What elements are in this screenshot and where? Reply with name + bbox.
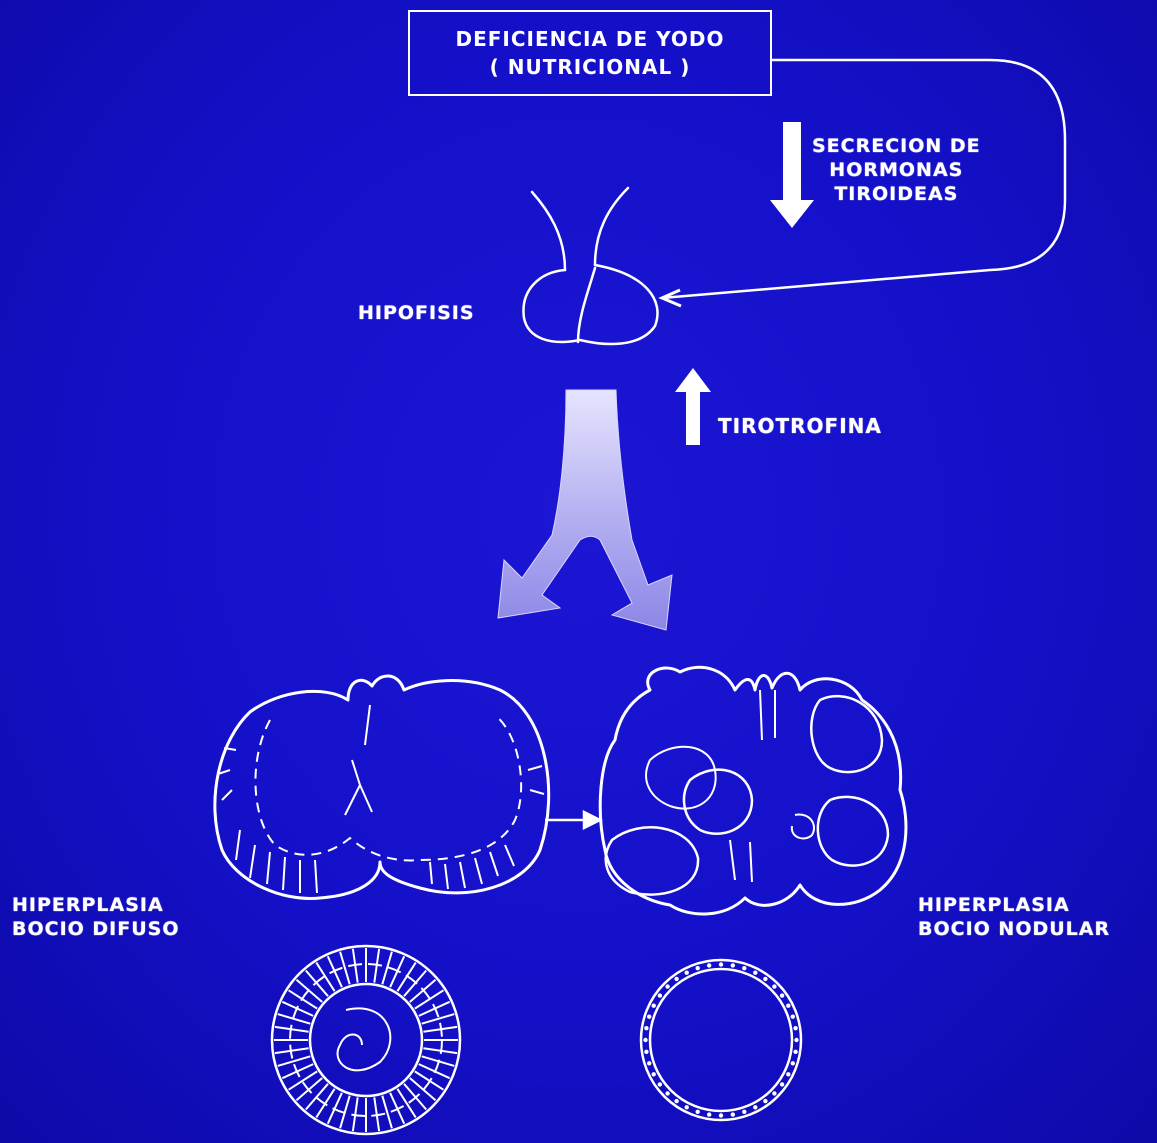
flat-cell-nucleus: [658, 1082, 662, 1086]
secretion-line-2: HORMONAS: [812, 159, 981, 183]
flat-cell-nucleus: [652, 1072, 656, 1076]
flat-cell-nucleus: [658, 993, 662, 997]
diffuse-goiter-thyroid-icon: [215, 676, 549, 899]
nodular-goiter-label: HIPERPLASIA BOCIO NODULAR: [918, 894, 1110, 942]
follicle-inner-ring: [290, 964, 442, 1116]
diffuse-goiter-label: HIPERPLASIA BOCIO DIFUSO: [12, 894, 180, 942]
flat-cell-nucleus: [643, 1038, 647, 1042]
nodular-follicle-icon: [641, 960, 801, 1120]
diffuse-line-1: HIPERPLASIA: [12, 894, 180, 918]
nodular-line-1: HIPERPLASIA: [918, 894, 1110, 918]
flat-cell-nucleus: [674, 1099, 678, 1103]
flat-cell-nucleus: [772, 984, 776, 988]
flat-cell-nucleus: [644, 1050, 648, 1054]
hormone-secretion-label: SECRECION DE HORMONAS TIROIDEAS: [812, 135, 981, 206]
flat-cell-nucleus: [753, 971, 757, 975]
progression-arrow: [545, 812, 600, 828]
flat-cell-nucleus: [696, 1110, 700, 1114]
flat-cell-nucleus: [780, 1082, 784, 1086]
tsh-label: TIROTROFINA: [718, 414, 882, 439]
split-arrow-icon: [498, 390, 672, 630]
box-subtitle: ( NUTRICIONAL ): [490, 53, 691, 81]
flat-cell-nucleus: [780, 993, 784, 997]
flat-cell-nucleus: [742, 1110, 746, 1114]
iodine-deficiency-box: DEFICIENCIA DE YODO ( NUTRICIONAL ): [408, 10, 772, 96]
diffuse-follicle-icon: [272, 946, 460, 1134]
flat-cell-nucleus: [685, 971, 689, 975]
flat-cell-nucleus: [652, 1004, 656, 1008]
flat-cell-nucleus: [665, 984, 669, 988]
flat-cell-nucleus: [793, 1050, 797, 1054]
flat-cell-nucleus: [742, 966, 746, 970]
secretion-line-1: SECRECION DE: [812, 135, 981, 159]
pituitary-icon: [523, 188, 657, 344]
flat-cell-nucleus: [644, 1026, 648, 1030]
flat-cell-nucleus: [794, 1038, 798, 1042]
down-arrow-icon: [770, 122, 814, 228]
flat-cell-nucleus: [696, 966, 700, 970]
flat-cell-nucleus: [685, 1105, 689, 1109]
flat-cell-nucleus: [665, 1091, 669, 1095]
flat-cell-nucleus: [719, 962, 723, 966]
flat-cell-nucleus: [731, 1112, 735, 1116]
flat-cell-nucleus: [753, 1105, 757, 1109]
flat-cell-nucleus: [731, 963, 735, 967]
flat-cell-nucleus: [791, 1015, 795, 1019]
flat-cell-nucleus: [707, 963, 711, 967]
flat-cell-nucleus: [791, 1061, 795, 1065]
flat-cell-nucleus: [786, 1004, 790, 1008]
pituitary-label: HIPOFISIS: [358, 302, 475, 326]
nodular-goiter-thyroid-icon: [600, 667, 906, 914]
secretion-line-3: TIROIDEAS: [812, 183, 981, 207]
flat-cell-nucleus: [647, 1061, 651, 1065]
nodular-line-2: BOCIO NODULAR: [918, 918, 1110, 942]
flat-cell-nucleus: [719, 1113, 723, 1117]
flat-cell-nucleus: [763, 977, 767, 981]
flat-cell-nucleus: [786, 1072, 790, 1076]
diffuse-line-2: BOCIO DIFUSO: [12, 918, 180, 942]
flat-cell-nucleus: [772, 1091, 776, 1095]
flat-cell-nucleus: [707, 1112, 711, 1116]
up-arrow-icon: [675, 368, 711, 445]
box-title: DEFICIENCIA DE YODO: [455, 25, 724, 53]
flat-cell-nucleus: [647, 1015, 651, 1019]
flat-cell-nucleus: [793, 1026, 797, 1030]
flat-cell-nucleus: [763, 1099, 767, 1103]
flat-cell-nucleus: [674, 977, 678, 981]
follicle-cell-stroke: [382, 1096, 392, 1129]
